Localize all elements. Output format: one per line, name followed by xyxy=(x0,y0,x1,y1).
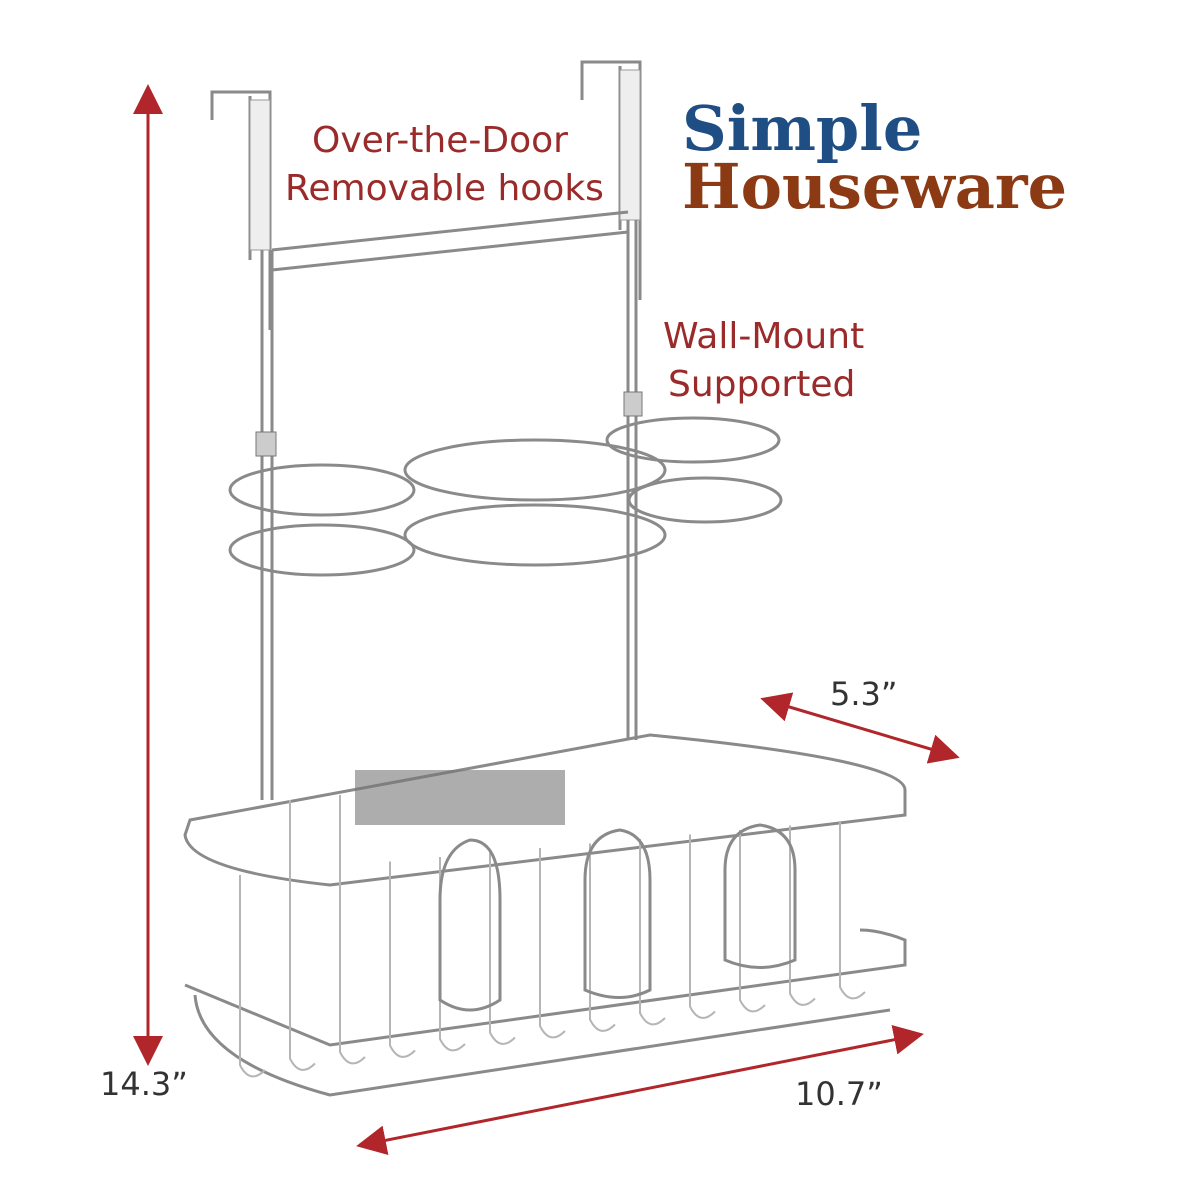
wire-basket xyxy=(183,733,907,1097)
frame-rods xyxy=(255,210,643,800)
basket-wire xyxy=(339,866,366,1065)
basket-wire xyxy=(789,825,816,1006)
logo-line2: Houseware xyxy=(682,150,1067,223)
width-arrow xyxy=(356,1024,924,1156)
width-label: 10.7” xyxy=(795,1075,883,1113)
basket-wire xyxy=(839,821,866,1000)
basket-wire xyxy=(289,870,316,1071)
basket-wire xyxy=(239,875,266,1078)
door-hook-left xyxy=(210,90,272,330)
wall-label-line1: Wall-Mount xyxy=(663,316,864,357)
depth-label: 5.3” xyxy=(830,675,897,713)
basket-wire xyxy=(639,839,666,1026)
basket-wire xyxy=(489,852,516,1045)
basket-wire xyxy=(689,834,716,1019)
depth-arrow xyxy=(760,692,960,764)
hooks-label-line1: Over-the-Door xyxy=(312,120,568,161)
basket-wire xyxy=(589,843,616,1032)
basket-wire xyxy=(539,848,566,1039)
dryer-holder-rings xyxy=(228,416,783,577)
hooks-label-line2: Removable hooks xyxy=(285,168,604,209)
basket-wire xyxy=(439,857,466,1052)
door-hook-right xyxy=(580,60,642,300)
basket-wire xyxy=(389,861,416,1058)
wall-label-line2: Supported xyxy=(668,364,855,405)
height-label: 14.3” xyxy=(100,1065,188,1103)
basket-wire xyxy=(739,830,766,1013)
logo-line1: Simple xyxy=(682,92,922,165)
